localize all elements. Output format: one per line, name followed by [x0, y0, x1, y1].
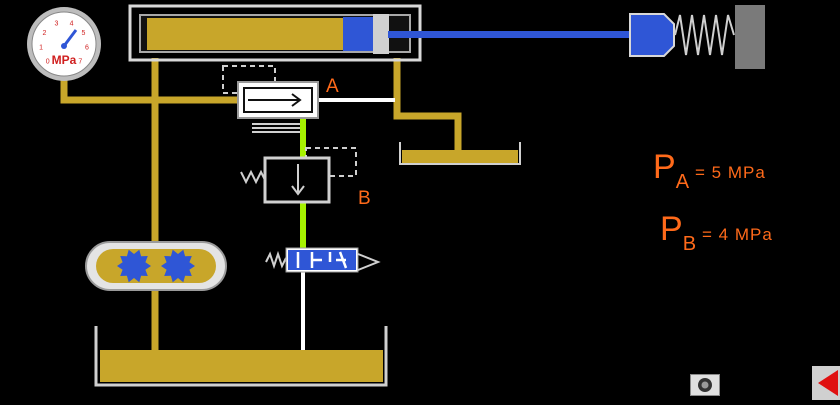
- gear-pump: [85, 241, 227, 291]
- white-lines: [301, 98, 395, 352]
- pressure-a-readout: PA = 5 MPa: [653, 148, 766, 194]
- gauge-tick-label: 7: [78, 58, 82, 65]
- piston: [343, 17, 373, 51]
- load-block: [629, 13, 675, 57]
- main-tank-oil: [100, 350, 383, 382]
- pressure-a-subscript: A: [675, 171, 690, 193]
- solenoid-icon: [357, 253, 381, 271]
- gauge-tick-label: 3: [54, 20, 58, 27]
- gear-right-icon: [161, 249, 195, 283]
- valve-b-label: B: [358, 188, 371, 209]
- speaker-icon: [698, 378, 712, 392]
- pressure-b-value: = 4 MPa: [702, 225, 773, 244]
- back-button[interactable]: [812, 366, 840, 400]
- pressure-b-readout: PB = 4 MPa: [660, 210, 773, 256]
- piston-rod: [388, 31, 636, 38]
- pressure-a-letter: P: [653, 148, 676, 186]
- gauge-tick-label: 1: [39, 45, 43, 52]
- small-tank-oil: [402, 150, 518, 163]
- gauge-tick-label: 6: [85, 45, 89, 52]
- valve-b-arrow-icon: [291, 164, 305, 196]
- main-tank: [94, 326, 388, 387]
- speaker-button[interactable]: [690, 374, 720, 396]
- return-line-right: [393, 58, 462, 150]
- gauge-tick-label: 0: [46, 58, 50, 65]
- pressure-b-letter: P: [660, 210, 683, 248]
- small-tank: [399, 142, 521, 165]
- valve-b-spring-icon: [240, 169, 266, 185]
- pressure-valve-a: A: [222, 65, 339, 133]
- gear-left-icon: [117, 249, 151, 283]
- pressure-b-subscript: B: [682, 233, 697, 255]
- hydraulic-cylinder: [128, 4, 636, 62]
- pressure-valve-b: B: [240, 147, 371, 209]
- piston-seal: [373, 14, 389, 54]
- cylinder-oil-chamber: [147, 18, 343, 50]
- gear-body: [161, 249, 195, 283]
- spring-icon: [674, 14, 735, 56]
- directional-valve: [265, 247, 381, 273]
- valve-a-label: A: [326, 76, 339, 97]
- wall-block: [735, 5, 765, 69]
- valve-a-spring-icon: [252, 123, 300, 133]
- gauge-tick-label: 2: [43, 30, 47, 37]
- gear-body: [117, 249, 151, 283]
- gauge-needle: [62, 29, 78, 47]
- pressure-a-value: = 5 MPa: [695, 163, 766, 182]
- gauge-tick-label: 5: [82, 30, 86, 37]
- gauge-unit-label: MPa: [52, 53, 77, 67]
- load-spring-assembly: [629, 5, 765, 69]
- directional-valve-spring-icon: [265, 250, 287, 270]
- gauge-tick-label: 4: [70, 20, 74, 27]
- back-arrow-icon: [812, 366, 840, 400]
- flow-arrow-icon: [248, 93, 302, 107]
- gauge-line: [60, 70, 238, 104]
